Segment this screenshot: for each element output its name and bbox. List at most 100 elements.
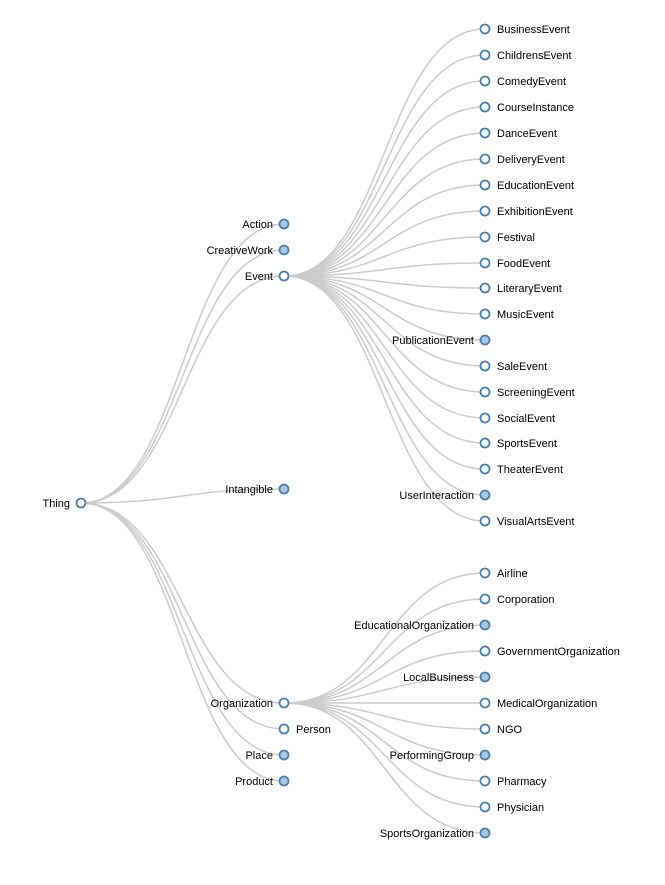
tree-node-userinteraction[interactable]: UserInteraction [399,489,491,502]
tree-node-physician[interactable]: Physician [479,801,545,814]
expanded-node-circle-screeningevent[interactable] [479,386,491,398]
tree-node-courseinstance[interactable]: CourseInstance [479,101,575,114]
expanded-node-circle-socialevent[interactable] [479,412,491,424]
tree-link-organization-performinggroup [283,702,486,756]
tree-node-label-sportsevent: SportsEvent [497,438,557,450]
tree-node-intangible[interactable]: Intangible [225,483,290,496]
tree-node-label-courseinstance: CourseInstance [497,102,574,114]
collapsed-node-circle-product[interactable] [278,775,290,787]
expanded-node-circle-sportsevent[interactable] [479,437,491,449]
tree-link-thing-product [80,502,285,782]
expanded-node-circle-literaryevent[interactable] [479,282,491,294]
tree-node-festival[interactable]: Festival [479,231,535,244]
tree-node-action[interactable]: Action [242,218,290,231]
tree-link-event-businessevent [283,28,486,277]
tree-link-thing-action [80,223,285,504]
tree-node-governmentorganization[interactable]: GovernmentOrganization [479,645,620,658]
tree-node-musicevent[interactable]: MusicEvent [479,308,554,321]
tree-node-corporation[interactable]: Corporation [479,593,555,606]
expanded-node-circle-childrensevent[interactable] [479,49,491,61]
tree-node-person[interactable]: Person [278,723,331,736]
collapsed-node-circle-action[interactable] [278,218,290,230]
collapsed-node-circle-localbusiness[interactable] [479,671,491,683]
expanded-node-circle-courseinstance[interactable] [479,101,491,113]
collapsed-node-circle-educationalorganization[interactable] [479,619,491,631]
tree-node-place[interactable]: Place [245,749,290,762]
tree-link-event-screeningevent [283,275,486,393]
tree-node-creativework[interactable]: CreativeWork [207,244,290,257]
expanded-node-circle-businessevent[interactable] [479,23,491,35]
expanded-node-circle-theaterevent[interactable] [479,463,491,475]
expanded-node-circle-musicevent[interactable] [479,308,491,320]
tree-node-deliveryevent[interactable]: DeliveryEvent [479,153,565,166]
tree-node-product[interactable]: Product [235,775,290,788]
expanded-node-circle-organization[interactable] [278,697,290,709]
expanded-node-circle-saleevent[interactable] [479,360,491,372]
tree-node-foodevent[interactable]: FoodEvent [479,257,551,270]
tree-node-pharmacy[interactable]: Pharmacy [479,775,548,788]
tree-node-businessevent[interactable]: BusinessEvent [479,23,570,36]
collapsed-node-circle-intangible[interactable] [278,483,290,495]
tree-link-event-sportsevent [283,275,486,444]
expanded-node-circle-medicalorganization[interactable] [479,697,491,709]
expanded-node-circle-festival[interactable] [479,231,491,243]
collapsed-node-circle-userinteraction[interactable] [479,489,491,501]
tree-link-thing-intangible [80,488,285,504]
tree-node-airline[interactable]: Airline [479,567,528,580]
expanded-node-circle-governmentorganization[interactable] [479,645,491,657]
tree-node-thing[interactable]: Thing [42,497,87,510]
tree-node-medicalorganization[interactable]: MedicalOrganization [479,697,598,710]
expanded-node-circle-corporation[interactable] [479,593,491,605]
tree-node-saleevent[interactable]: SaleEvent [479,360,548,373]
tree-node-label-medicalorganization: MedicalOrganization [497,698,597,710]
tree-node-label-musicevent: MusicEvent [497,309,554,321]
tree-node-organization[interactable]: Organization [211,697,290,710]
expanded-node-circle-foodevent[interactable] [479,257,491,269]
expanded-node-circle-deliveryevent[interactable] [479,153,491,165]
tree-node-publicationevent[interactable]: PublicationEvent [392,334,491,347]
tree-node-educationalorganization[interactable]: EducationalOrganization [354,619,491,632]
tree-node-danceevent[interactable]: DanceEvent [479,127,557,140]
tree-node-sportsorganization[interactable]: SportsOrganization [380,827,491,840]
expanded-node-circle-visualartsevent[interactable] [479,515,491,527]
tree-node-educationevent[interactable]: EducationEvent [479,179,575,192]
tree-node-literaryevent[interactable]: LiteraryEvent [479,282,562,295]
tree-node-comedyevent[interactable]: ComedyEvent [479,75,567,88]
tree-node-visualartsevent[interactable]: VisualArtsEvent [479,515,575,528]
tree-node-localbusiness[interactable]: LocalBusiness [403,671,491,684]
tree-node-label-foodevent: FoodEvent [497,258,550,270]
tree-link-event-saleevent [283,275,486,367]
tree-node-label-businessevent: BusinessEvent [497,24,570,36]
tree-node-label-physician: Physician [497,802,544,814]
collapsed-node-circle-performinggroup[interactable] [479,749,491,761]
tree-node-childrensevent[interactable]: ChildrensEvent [479,49,572,62]
collapsed-node-circle-creativework[interactable] [278,244,290,256]
expanded-node-circle-exhibitionevent[interactable] [479,205,491,217]
tree-node-socialevent[interactable]: SocialEvent [479,412,556,425]
tree-link-event-educationevent [283,184,486,277]
tree-node-theaterevent[interactable]: TheaterEvent [479,463,564,476]
tree-link-event-childrensevent [283,54,486,277]
expanded-node-circle-pharmacy[interactable] [479,775,491,787]
expanded-node-circle-event[interactable] [278,270,290,282]
expanded-node-circle-person[interactable] [278,723,290,735]
expanded-node-circle-thing[interactable] [75,497,87,509]
expanded-node-circle-comedyevent[interactable] [479,75,491,87]
tree-node-performinggroup[interactable]: PerformingGroup [390,749,491,762]
tree-node-event[interactable]: Event [245,270,290,283]
collapsed-node-circle-sportsorganization[interactable] [479,827,491,839]
tree-node-label-literaryevent: LiteraryEvent [497,283,562,295]
tree-node-screeningevent[interactable]: ScreeningEvent [479,386,575,399]
expanded-node-circle-physician[interactable] [479,801,491,813]
expanded-node-circle-ngo[interactable] [479,723,491,735]
tree-node-exhibitionevent[interactable]: ExhibitionEvent [479,205,573,218]
tree-node-sportsevent[interactable]: SportsEvent [479,437,557,450]
collapsed-node-circle-place[interactable] [278,749,290,761]
collapsed-node-circle-publicationevent[interactable] [479,334,491,346]
expanded-node-circle-educationevent[interactable] [479,179,491,191]
tree-link-event-courseinstance [283,106,486,277]
expanded-node-circle-danceevent[interactable] [479,127,491,139]
expanded-node-circle-airline[interactable] [479,567,491,579]
tree-node-ngo[interactable]: NGO [479,723,523,736]
